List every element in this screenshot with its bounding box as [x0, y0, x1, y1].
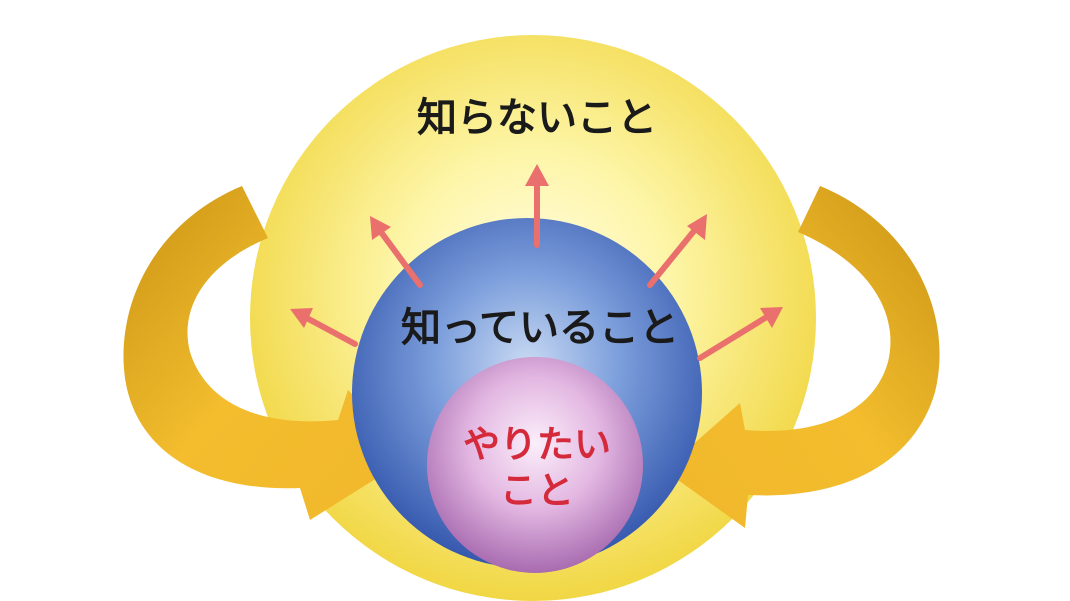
red-arrowhead-upper-left [370, 216, 391, 240]
red-arrowhead-top [525, 164, 549, 186]
middle-label: 知っていること [401, 305, 679, 351]
left-curved-arrow [123, 186, 412, 520]
red-arrowhead-upper-right [687, 214, 707, 240]
red-arrowhead-right [760, 307, 783, 328]
right-curved-arrow [664, 186, 940, 528]
expansion-arrowheads [290, 164, 783, 328]
red-arrow-upper-left [375, 225, 423, 288]
red-arrow-left [300, 313, 358, 347]
red-arrow-upper-right [647, 223, 701, 288]
red-arrow-right [697, 312, 773, 361]
inner-label-line1: やりたい [463, 423, 611, 466]
expansion-arrows [300, 175, 773, 361]
inner-circle-want [427, 357, 643, 573]
outer-label: 知らないこと [417, 95, 657, 141]
red-arrowhead-left [290, 308, 313, 328]
inner-label-line2: こと [500, 469, 574, 512]
